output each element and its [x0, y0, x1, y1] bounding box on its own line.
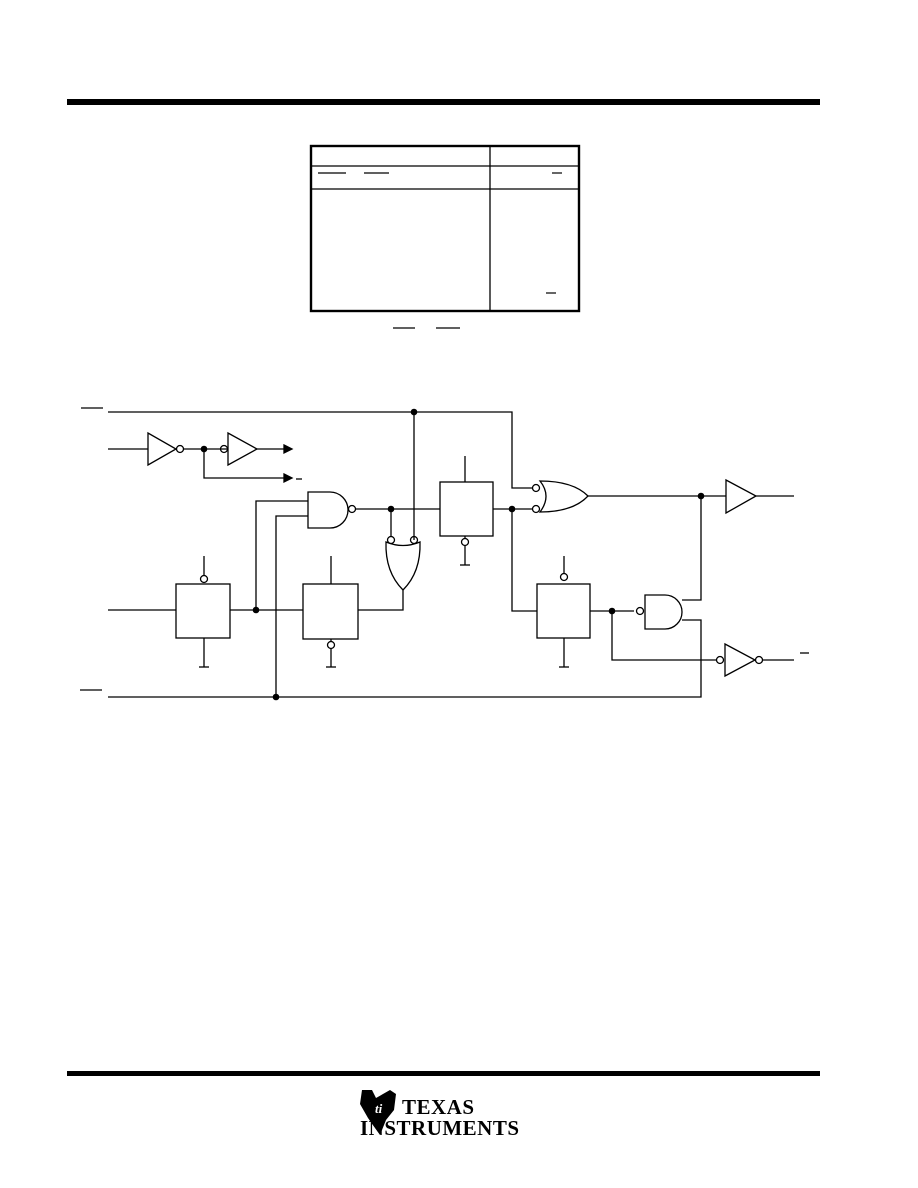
logo-wordmark-line1: TEXAS	[402, 1095, 475, 1119]
footer-rule	[67, 1071, 820, 1076]
arrow-head-2	[283, 472, 294, 484]
table-border	[309, 144, 581, 313]
or-gate-right	[538, 480, 589, 513]
svg-text:ti: ti	[375, 1101, 383, 1116]
wire-inverter-out	[611, 611, 716, 661]
ff4-preset-bubble	[559, 572, 569, 582]
and-gate-1	[307, 491, 349, 529]
or-gate-vertical	[385, 541, 421, 591]
wire-and2-out	[682, 496, 702, 601]
wire-bottom-input	[276, 619, 702, 698]
ff3-clear-bubble	[460, 537, 470, 547]
ti-logo-icon: ti	[360, 1090, 396, 1135]
wire-and1-in1	[255, 500, 308, 610]
and-gate-1-bubble	[347, 504, 357, 514]
flip-flop-2	[302, 583, 359, 640]
and-gate-2	[644, 594, 683, 630]
or-gate-vertical-bubble-2	[409, 535, 419, 545]
output-inverter	[724, 642, 757, 678]
flip-flop-1	[175, 583, 231, 639]
wire-and1-in2	[275, 515, 308, 697]
header-rule	[67, 99, 820, 105]
logic-diagram	[80, 407, 809, 701]
output-inverter-in-bubble	[715, 655, 725, 665]
wire-branch	[203, 449, 284, 479]
ff1-preset-bubble	[199, 574, 209, 584]
wire-or-out	[358, 590, 404, 611]
or-gate-right-bubble-1	[531, 483, 541, 493]
wire-top-input	[108, 411, 532, 489]
buffer-2	[227, 431, 259, 467]
arrow-head-1	[283, 443, 294, 455]
inverter-1	[147, 431, 178, 467]
logo-wordmark-line2: INSTRUMENTS	[360, 1116, 520, 1140]
junction-dots	[200, 408, 705, 701]
ff2-clear-bubble	[326, 640, 336, 650]
wire-ff4-in	[511, 509, 537, 612]
output-buffer-1	[725, 478, 758, 515]
flip-flop-4	[536, 583, 591, 639]
flip-flop-3	[439, 481, 494, 537]
inverter-1-bubble	[175, 444, 185, 454]
or-gate-vertical-bubble-1	[386, 535, 396, 545]
or-gate-right-bubble-2	[531, 504, 541, 514]
and-gate-2-bubble	[635, 606, 645, 616]
function-table	[309, 144, 581, 313]
output-inverter-bubble	[754, 655, 764, 665]
